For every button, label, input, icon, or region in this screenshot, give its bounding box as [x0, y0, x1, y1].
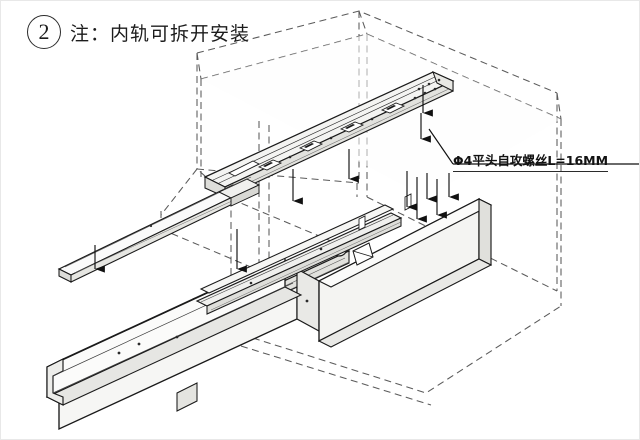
step-note-text: 注：内轨可拆开安装 — [70, 22, 251, 45]
upper-slide-rail — [203, 71, 455, 198]
screw-callout-label: Φ4平头自攻螺丝L=16MM — [453, 153, 609, 168]
drawer-top-rail-segment — [195, 193, 412, 315]
drawer-back-panel — [317, 197, 493, 348]
callout-leader — [428, 128, 639, 165]
step-header: 2 注：内轨可拆开安装 — [27, 15, 250, 49]
inner-rail-detached — [57, 176, 261, 283]
step-number-badge: 2 — [27, 15, 61, 49]
screw-callout: Φ4平头自攻螺丝L=16MM — [453, 150, 609, 172]
screw-indicators — [94, 85, 459, 273]
